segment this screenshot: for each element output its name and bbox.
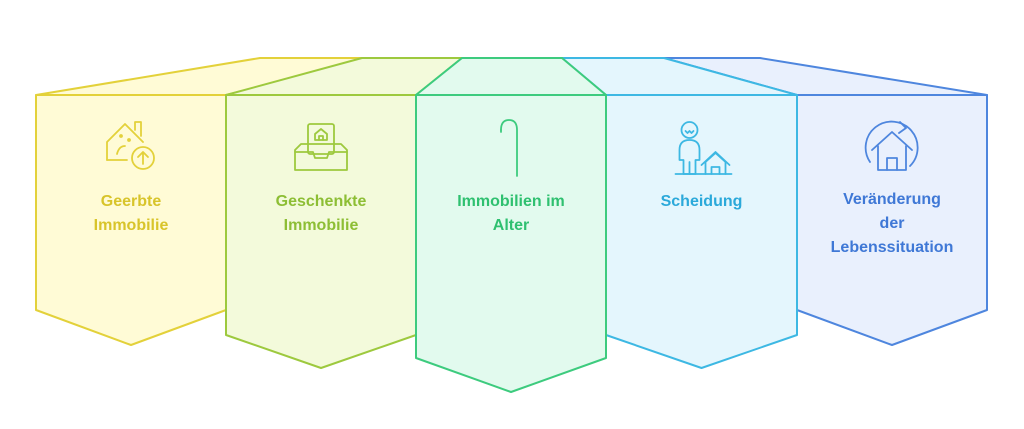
panel-label-line: Geerbte [100, 193, 162, 210]
panel-label-line: Immobilien im [457, 193, 565, 210]
house-cycle-icon [864, 120, 919, 171]
panel-4 [561, 57, 798, 369]
panel-label-line: Immobilie [283, 217, 359, 234]
panel-label-line: Immobilie [93, 217, 169, 234]
panel-1 [35, 57, 381, 346]
panel-body-4 [605, 94, 798, 369]
inherited-house-upload-icon [106, 121, 155, 170]
panel-label-line: Veränderung [843, 191, 941, 208]
person-and-house-icon [674, 121, 733, 175]
panel-label-line: der [879, 215, 905, 232]
house-gift-box-icon [294, 123, 348, 171]
panel-body-1 [35, 94, 227, 346]
panel-3 [415, 57, 607, 393]
panel-label-4: Scheidung [606, 190, 797, 214]
panel-label-line: Scheidung [660, 193, 743, 210]
panel-label-line: Lebenssituation [830, 239, 954, 256]
panel-body-3 [415, 94, 607, 393]
panel-5 [663, 57, 988, 346]
walking-cane-icon [500, 119, 518, 177]
panel-body-2 [225, 94, 417, 369]
panel-label-line: Geschenkte [275, 193, 367, 210]
panel-label-3: Immobilien im Alter [416, 190, 606, 238]
panel-label-line: Alter [492, 217, 530, 234]
